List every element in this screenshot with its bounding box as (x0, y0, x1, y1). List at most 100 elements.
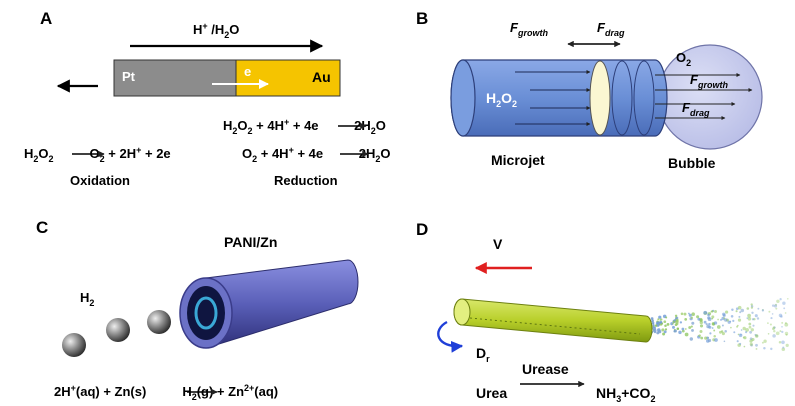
panel-a-label: A (40, 9, 52, 28)
spray-bubble (774, 303, 778, 306)
spray-bubble (778, 340, 782, 344)
spray-bubble (755, 347, 758, 350)
tube-ring-2 (633, 60, 655, 136)
spray-bubble (750, 306, 754, 309)
spray-bubble (720, 318, 722, 321)
spray-bubble (775, 331, 780, 336)
spray-bubble (722, 312, 726, 317)
spray-bubble (707, 317, 712, 322)
spray-bubble (654, 324, 658, 327)
spray-bubble (784, 321, 787, 325)
spray-bubble (751, 318, 755, 321)
spray-bubble (707, 338, 712, 343)
spray-bubble (737, 318, 742, 322)
tube-texture (469, 317, 641, 335)
spray-bubble (698, 334, 701, 337)
spray-bubble (684, 332, 689, 337)
spray-bubble (736, 325, 739, 328)
spray-bubble (688, 313, 692, 317)
spray-bubble (658, 330, 662, 334)
f-drag-label: Fdrag (597, 20, 625, 38)
spray-bubble (714, 310, 717, 313)
spray-bubble (779, 298, 782, 301)
spray-bubble (746, 307, 750, 310)
spray-bubble (754, 314, 758, 318)
spray-bubble (773, 329, 776, 333)
au-label: Au (312, 69, 331, 85)
panel-d-label: D (416, 220, 428, 239)
spray-bubble (699, 324, 704, 328)
spray-bubble (710, 310, 713, 313)
spray-bubble (690, 325, 693, 328)
urea-label: Urea (476, 385, 507, 401)
spray-bubble (754, 334, 759, 338)
spray-bubble (663, 320, 667, 324)
spray-bubble (767, 332, 770, 335)
panel-b: B Fgrowth Fdrag H2O2 O2 Fgrowth Fdrag Mi… (416, 9, 763, 171)
spray-bubble (679, 321, 683, 324)
spray-bubble (724, 318, 728, 322)
reduction-caption: Reduction (274, 173, 338, 188)
spray-bubble (661, 328, 665, 332)
spray-bubble (770, 347, 773, 351)
spray-bubble (778, 313, 783, 318)
spray-bubble (736, 340, 739, 343)
spray-bubble (709, 332, 712, 335)
spray-bubble (752, 324, 755, 327)
spray-bubble (781, 347, 786, 352)
pani-zn-label: PANI/Zn (224, 234, 277, 250)
urease-label: Urease (522, 361, 569, 377)
h2-bubble (106, 318, 130, 342)
spray-bubble (780, 315, 783, 318)
products-label: NH3+CO2 (596, 385, 655, 404)
bubble (657, 44, 763, 150)
spray-bubble (785, 333, 788, 336)
spray-bubble (691, 328, 694, 332)
spray-bubble (664, 324, 667, 328)
spray-bubble (664, 328, 668, 331)
spray-bubble (662, 332, 666, 336)
spray-bubble (750, 303, 753, 306)
spray-bubble (735, 310, 738, 313)
spray-bubble (781, 325, 783, 328)
spray-bubble (772, 326, 776, 329)
tube-opening-inner (187, 286, 225, 340)
spray-bubble (721, 332, 725, 336)
au-segment (235, 59, 341, 97)
spray-bubble (747, 313, 751, 318)
spray-bubble (782, 346, 785, 349)
spray-bubble (730, 326, 732, 329)
spray-bubble (772, 334, 776, 338)
spray-bubble (691, 321, 695, 325)
spray-bubble (653, 331, 657, 334)
spray-bubble (684, 328, 687, 330)
spray-bubble (659, 320, 663, 324)
o2-label: O2 (676, 50, 691, 68)
spray-bubble (763, 346, 766, 350)
spray-bubble (770, 317, 773, 320)
spray-bubble (658, 315, 662, 319)
spray-bubble (784, 331, 789, 336)
spray-bubble (672, 325, 675, 329)
zinc-equation: 2H+(aq) + Zn(s)H2(g) + Zn2+(aq) (54, 383, 278, 402)
tube-inner-glow (194, 296, 218, 330)
bubble-interface (589, 60, 611, 136)
panel-c: C PANI/Zn H2 2H+(aq) + Zn(s)H2(g) + Zn2+… (36, 218, 359, 402)
spray-bubble (713, 334, 716, 338)
spray-bubble (748, 322, 752, 326)
oxidation-caption: Oxidation (70, 173, 130, 188)
h2-bubble (147, 310, 171, 334)
rotation-label: Dr (476, 345, 490, 364)
spray-bubble (762, 309, 764, 311)
spray-bubble (757, 307, 760, 310)
spray-bubble (767, 322, 769, 324)
spray-bubble (785, 343, 789, 348)
h2-bubble (62, 333, 86, 357)
spray-bubble (703, 310, 708, 315)
spray-bubble (711, 327, 714, 329)
spray-bubble (773, 326, 776, 329)
spray-bubble (771, 313, 774, 315)
spray-bubble (681, 327, 685, 331)
spray-bubble (776, 299, 780, 304)
